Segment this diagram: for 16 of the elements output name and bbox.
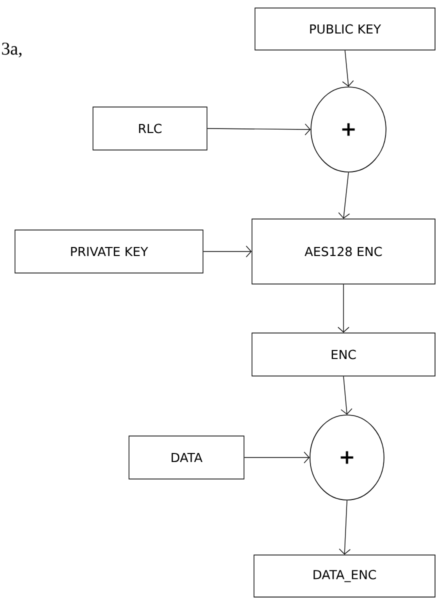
process-box: DATA: [128, 436, 244, 480]
arrow: [340, 376, 352, 415]
process-box: AES128 ENC: [252, 218, 436, 284]
text-fragment: 3a,: [2, 42, 22, 58]
arrow: [244, 452, 310, 464]
arrow: [203, 246, 252, 258]
arrow: [338, 284, 350, 333]
arrow: [338, 500, 351, 555]
process-box: RLC: [92, 106, 208, 150]
process-box: PUBLIC KEY: [254, 8, 436, 50]
process-box: DATA_ENC: [254, 554, 436, 598]
arrow: [342, 50, 354, 87]
arrow: [207, 124, 311, 136]
process-box: ENC: [252, 332, 436, 376]
process-box: PRIVATE KEY: [14, 230, 204, 274]
arrow: [338, 172, 350, 219]
